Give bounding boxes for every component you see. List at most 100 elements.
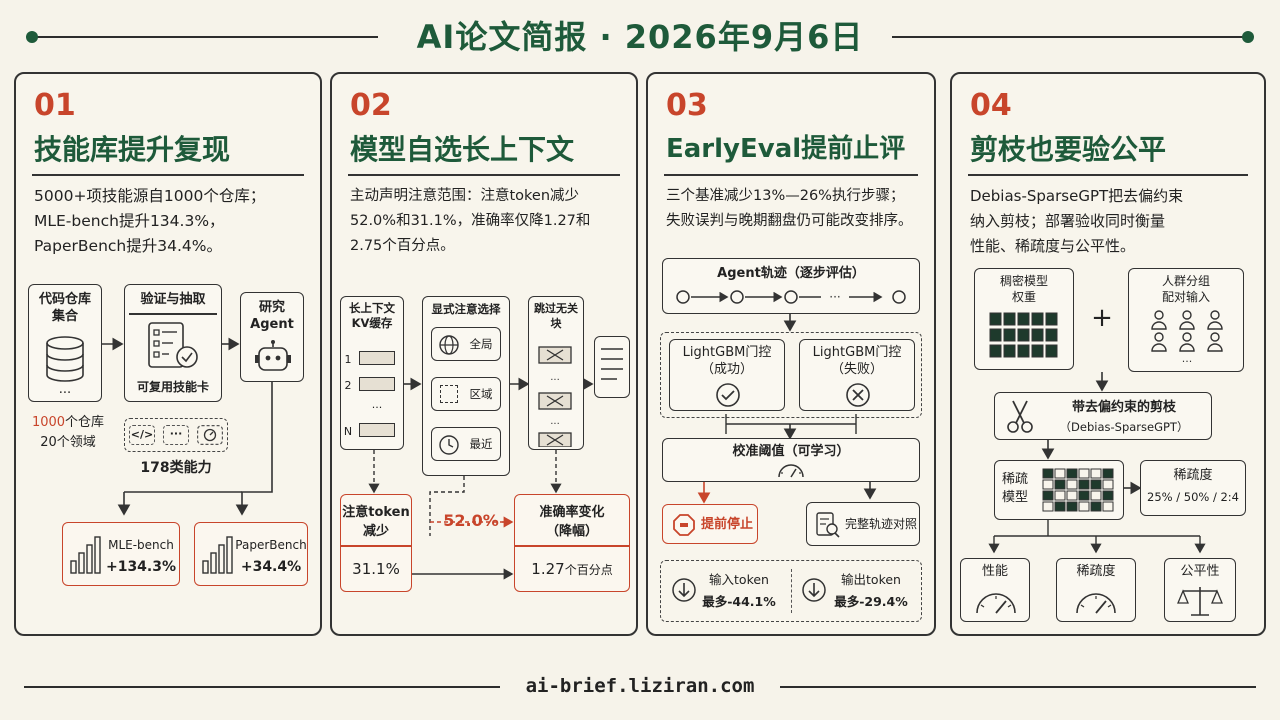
mle-value: +134.3% xyxy=(105,559,177,575)
down-arrow-icon xyxy=(672,578,696,602)
research-agent-box: 研究 Agent xyxy=(240,292,304,382)
full-trajectory-box: 完整轨迹对照 xyxy=(806,502,920,546)
paperbench-value: +34.4% xyxy=(240,559,302,575)
panel-long-context: 02 模型自选长上下文 主动声明注意范围：注意token减少 52.0%和31.… xyxy=(330,72,638,636)
metric-sparsity: 稀疏度 xyxy=(1056,558,1136,622)
desc-line-3: PaperBench提升34.4%。 xyxy=(34,237,222,255)
kv-ellipsis: ··· xyxy=(371,401,383,414)
desc-line-1: 三个基准减少13%—26%执行步骤； xyxy=(666,188,905,204)
desc-line-1: 主动声明注意范围：注意token减少 xyxy=(350,188,580,204)
x-circle-icon xyxy=(846,383,870,407)
desc-line-2: 失败误判与晚期翻盘仍可能改变排序。 xyxy=(666,213,913,229)
repo-title: 代码仓库 集合 xyxy=(38,292,91,324)
trajectory-title: Agent轨迹（逐步评估） xyxy=(717,266,865,281)
agent-label: 研究 Agent xyxy=(250,300,294,332)
threshold-box: 校准阈值（可学习） xyxy=(662,438,920,482)
repo-collection-box: 代码仓库 集合 ··· xyxy=(28,284,102,402)
svg-text:···: ··· xyxy=(829,290,840,304)
panel-rule xyxy=(968,174,1248,176)
panel-title: 技能库提升复现 xyxy=(34,133,231,166)
verify-title: 验证与抽取 xyxy=(140,292,206,307)
skip-title: 跳过无关 块 xyxy=(534,302,578,330)
dense-grid-icon xyxy=(989,312,1058,358)
bar-chart-icon xyxy=(202,536,233,574)
skip-irrelevant-box: 跳过无关 块 ··· ··· xyxy=(528,296,584,450)
scissors-icon xyxy=(1007,400,1033,433)
desc-line-2: 纳入剪枝；部署验收同时衡量 xyxy=(970,212,1166,230)
desc-line-3: 2.75个百分点。 xyxy=(350,238,455,254)
metric-performance-label: 性能 xyxy=(981,564,1008,579)
panel2-connectors xyxy=(368,377,594,580)
page-title: AI论文简报 · 2026年9月6日 xyxy=(416,18,864,56)
early-stop-label: 提前停止 xyxy=(700,517,753,532)
panel-rule xyxy=(32,174,304,176)
repo-count-number: 1000 xyxy=(31,415,66,430)
skip-blocks-icon: ··· ··· xyxy=(538,346,572,447)
globe-icon xyxy=(439,335,459,355)
header-rule-left xyxy=(32,36,378,38)
svg-text:···: ··· xyxy=(550,375,560,386)
select-title: 显式注意选择 xyxy=(431,302,501,316)
desc-line-1: Debias-SparseGPT把去偏约束 xyxy=(970,187,1184,205)
metric-performance: 性能 xyxy=(960,558,1030,622)
plus-sign: + xyxy=(1091,303,1113,333)
dense-weights-box: 稠密模型 权重 xyxy=(974,268,1074,370)
header-dot-right xyxy=(1242,31,1254,43)
panel-description: 三个基准减少13%—26%执行步骤； 失败误判与晚期翻盘仍可能改变排序。 xyxy=(666,184,922,234)
doc-search-icon xyxy=(816,512,840,538)
option-recent: 最近 xyxy=(431,427,501,461)
panel-pruning-fairness: 04 剪枝也要验公平 Debias-SparseGPT把去偏约束 纳入剪枝；部署… xyxy=(950,72,1266,636)
kv-row-num: 2 xyxy=(344,379,352,392)
lightgbm-gates-group: LightGBM门控 （成功） LightGBM门控 （失败） xyxy=(660,332,922,418)
desc-line-2: MLE-bench提升134.3%， xyxy=(34,212,225,230)
explicit-attention-box: 显式注意选择 全局 区域 最近 xyxy=(422,296,510,476)
attention-token-result: 注意token 减少 31.1% xyxy=(340,494,412,592)
kv-block xyxy=(359,423,395,437)
desc-line-1: 5000+项技能源自1000个仓库； xyxy=(34,187,266,205)
option-global: 全局 xyxy=(431,327,501,361)
paperbench-result: PaperBench +34.4% xyxy=(194,522,308,586)
panel-number: 01 xyxy=(34,88,76,123)
accuracy-change-result: 准确率变化 （降幅） 1.27个百分点 xyxy=(514,494,630,592)
option-recent-label: 最近 xyxy=(469,437,493,451)
output-doc-box xyxy=(594,336,630,398)
acc-number: 1.27 xyxy=(531,560,565,578)
checklist-icon xyxy=(148,322,198,368)
desc-line-3: 性能、稀疏度与公平性。 xyxy=(970,237,1136,255)
debias-pruning-box: 带去偏约束的剪枝 （Debias-SparseGPT） xyxy=(994,392,1212,440)
token-savings-group: 输入token 最多-44.1% 输出token 最多-29.4% xyxy=(660,560,922,622)
panel-number: 03 xyxy=(666,88,708,123)
kv-row-num: 1 xyxy=(344,353,352,366)
panel-skill-library: 01 技能库提升复现 5000+项技能源自1000个仓库； MLE-bench提… xyxy=(14,72,322,636)
metric-fairness-label: 公平性 xyxy=(1180,564,1220,579)
people-group-icon: ··· xyxy=(1151,310,1223,367)
metric-sparsity-label: 稀疏度 xyxy=(1076,564,1116,579)
more-icon: ··· xyxy=(163,425,189,445)
robot-icon xyxy=(255,340,291,371)
kv-cache-box: 长上下文 KV缓存 1 2 ··· N xyxy=(340,296,404,450)
sparse-model-box: 稀疏 模型 xyxy=(994,460,1124,520)
kv-title: 长上下文 KV缓存 xyxy=(349,301,395,330)
svg-text:···: ··· xyxy=(1182,355,1193,367)
capability-count: 178类能力 xyxy=(140,460,212,476)
mle-bench-result: MLE-bench +134.3% xyxy=(62,522,180,586)
kv-block xyxy=(359,377,395,391)
early-stop-box: 提前停止 xyxy=(662,504,758,544)
capability-icons-group: </> ··· xyxy=(124,418,228,452)
gate-success-label: LightGBM门控 （成功） xyxy=(682,345,772,377)
domain-count: 20个领域 xyxy=(40,435,96,450)
trajectory-steps-icon: ··· xyxy=(676,290,906,304)
groups-title: 人群分组 配对输入 xyxy=(1161,274,1210,304)
repo-ellipsis: ··· xyxy=(58,386,72,401)
gate-fail-label: LightGBM门控 （失败） xyxy=(812,345,902,377)
balance-scale-icon xyxy=(1177,587,1223,616)
panel1-connectors xyxy=(102,337,273,516)
mle-label: MLE-bench xyxy=(108,538,174,552)
clock-icon xyxy=(439,435,459,455)
attn-reduction-value: 52.0% xyxy=(443,511,499,530)
database-icon xyxy=(46,336,84,382)
repo-count-unit: 个仓库 xyxy=(65,415,105,430)
attn-value: 31.1% xyxy=(352,560,400,578)
prune-title: 带去偏约束的剪枝 xyxy=(1071,400,1176,415)
dashed-square-icon xyxy=(440,385,458,403)
